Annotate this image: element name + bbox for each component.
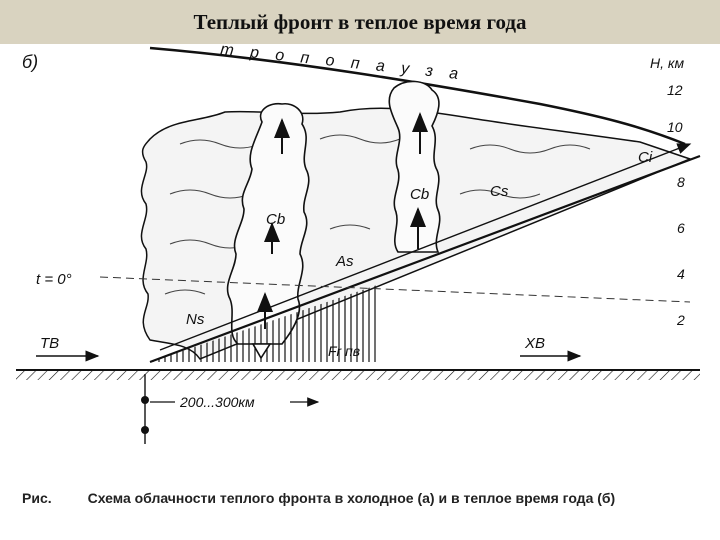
distance-label: 200...300км (179, 394, 255, 410)
tick-label-8: 8 (677, 174, 685, 190)
tick-label-10: 10 (667, 119, 683, 135)
zero-isotherm-label: t = 0° (36, 271, 72, 288)
tick-label-6: 6 (677, 220, 685, 236)
height-axis-label: H, км (650, 55, 685, 71)
cold-air-label: ХВ (524, 335, 545, 352)
front-label: Fr пв (328, 343, 360, 359)
cs-label: Cs (490, 183, 509, 200)
ground-hatching (16, 370, 700, 380)
page-title: Теплый фронт в теплое время года (194, 10, 527, 35)
warm-air-label: ТВ (40, 335, 59, 352)
ns-label: Ns (186, 311, 205, 328)
as-label: As (335, 253, 354, 270)
distance-origin-dot (141, 396, 149, 404)
caption-prefix: Рис. (22, 490, 52, 506)
tick-label-12: 12 (667, 82, 683, 98)
height-ticks: 12 10 8 6 4 2 (667, 82, 685, 328)
cb-label-right: Cb (410, 186, 429, 203)
tropopause-label: т р о п о п а у з а (220, 44, 465, 84)
tick-label-2: 2 (676, 312, 685, 328)
tick-label-4: 4 (677, 266, 685, 282)
figure-caption: Рис. Схема облачности теплого фронта в хо… (22, 488, 702, 508)
panel-label: б) (22, 52, 38, 72)
distance-end-dot (141, 426, 149, 434)
warm-front-diagram: б) т р о п о п а у з а t = 0° ТВ ХВ (0, 44, 720, 484)
cb-label-left: Cb (266, 211, 285, 228)
title-bar: Теплый фронт в теплое время года (0, 0, 720, 44)
cb-tower-right (389, 81, 439, 252)
caption-text: Схема облачности теплого фронта в холодн… (88, 490, 616, 506)
ci-label: Ci (638, 149, 653, 166)
